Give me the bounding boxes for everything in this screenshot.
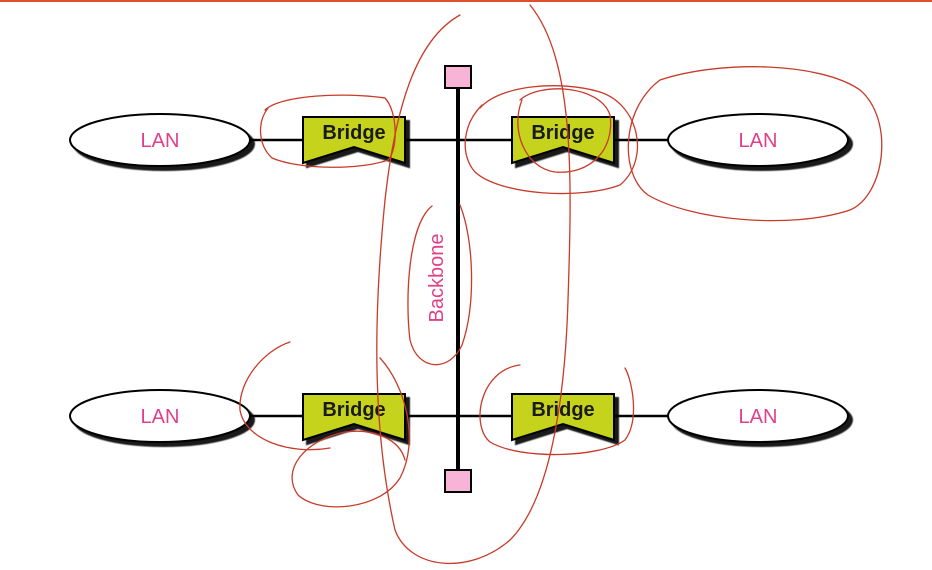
bridge-top-left: Bridge	[302, 116, 406, 165]
annotation-loop-bottom-left-bridge	[291, 357, 410, 508]
top-rule	[0, 0, 932, 2]
annotation-loop-bottom-right-bridge	[479, 364, 635, 456]
bridge-label: Bridge	[322, 399, 385, 421]
handwritten-annotations	[239, 4, 883, 565]
bridge-label: Bridge	[531, 122, 594, 144]
lan-label: LAN	[739, 130, 778, 152]
bridge-top-right: Bridge	[511, 116, 615, 165]
lan-top-left: LAN	[69, 113, 251, 167]
annotation-loop-top-right-bridge	[464, 85, 639, 195]
lan-bottom-left: LAN	[69, 389, 251, 443]
bridge-label: Bridge	[322, 122, 385, 144]
backbone-terminator-top	[444, 65, 472, 89]
annotation-loop-bottom-left-lan	[239, 341, 331, 451]
annotation-loop-top-right-lan	[627, 66, 883, 222]
lan-bottom-right: LAN	[667, 389, 849, 443]
backbone-label: Backbone	[426, 234, 448, 323]
bridge-bottom-left: Bridge	[302, 393, 406, 442]
bridge-label: Bridge	[531, 399, 594, 421]
lan-label: LAN	[141, 130, 180, 152]
connection-lines	[250, 88, 668, 470]
bridge-bottom-right: Bridge	[511, 393, 615, 442]
annotation-loop-backbone-large	[376, 4, 571, 565]
lan-top-right: LAN	[667, 113, 849, 167]
backbone-terminator-bottom	[444, 469, 472, 493]
annotation-loop-top-right-bridge-inner	[517, 88, 612, 173]
lan-label: LAN	[739, 406, 778, 428]
lan-label: LAN	[141, 406, 180, 428]
annotation-loop-backbone-label	[407, 204, 473, 366]
annotation-loop-top-left-bridge	[259, 94, 396, 168]
